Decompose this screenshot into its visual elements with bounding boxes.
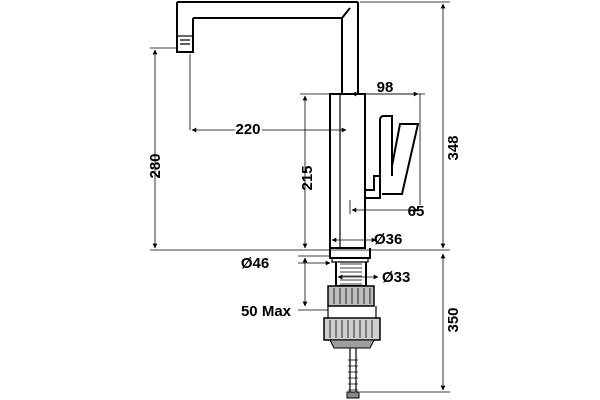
dim-diameter-46-label: Ø46 <box>241 255 269 272</box>
dim-220-label: 220 <box>235 121 260 138</box>
dim-348-label: 348 <box>445 135 462 160</box>
dim-diameter-36-label: Ø36 <box>374 231 402 248</box>
dim-280-label: 280 <box>147 153 164 178</box>
extension-lines <box>150 1 450 393</box>
dimension-lines <box>152 3 446 391</box>
dim-50-max-label: 50 Max <box>241 303 292 320</box>
dim-350-label: 350 <box>445 307 462 332</box>
faucet-outline <box>176 1 420 399</box>
dim-215-label: 215 <box>299 165 316 190</box>
dimension-labels: 348 280 215 220 98 65 Ø36 Ø46 Ø33 50 Max… <box>147 79 462 333</box>
dim-diameter-33-label: Ø33 <box>382 269 410 286</box>
dim-65-label: 65 <box>408 203 425 220</box>
dim-98-label: 98 <box>377 79 394 96</box>
